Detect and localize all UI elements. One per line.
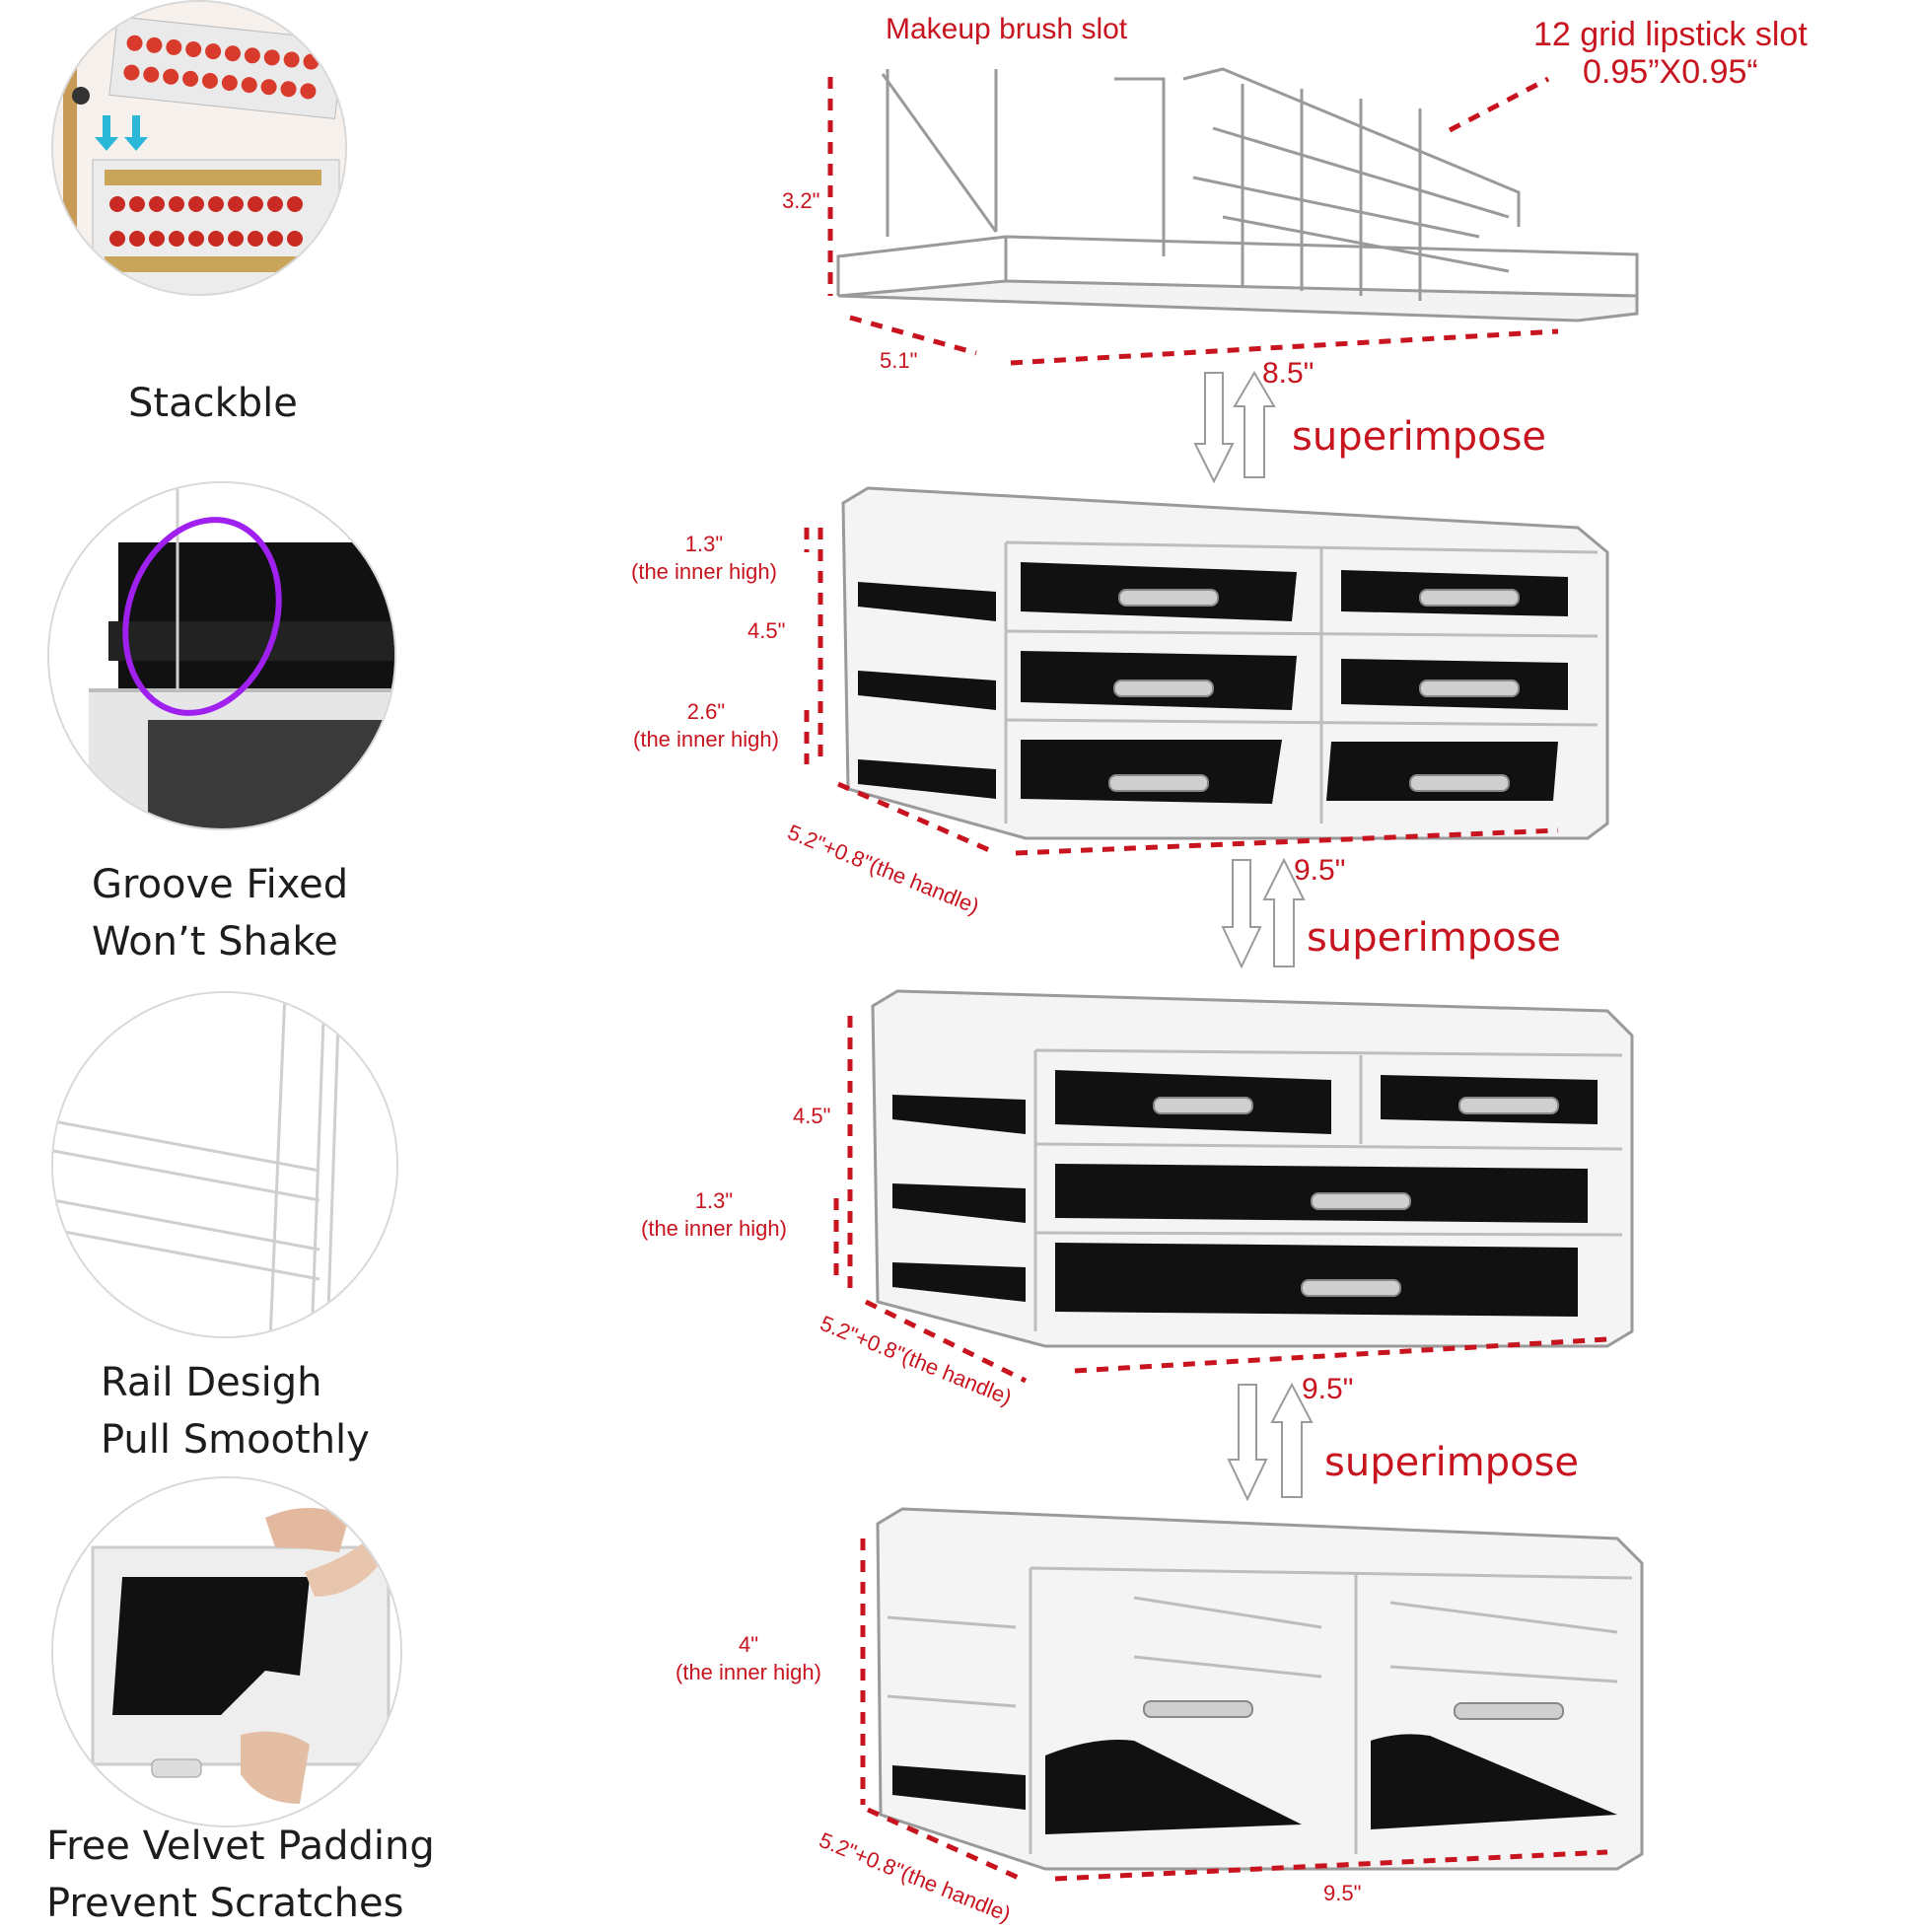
dim-value: 1.3" xyxy=(684,532,724,556)
superimpose-label-2: superimpose xyxy=(1307,915,1562,961)
tier4-illustration xyxy=(876,1507,1644,1871)
dim-tier2-height: 4.5" xyxy=(747,618,786,643)
feature-photo-stackable xyxy=(51,0,347,296)
dim-top-depth: 5.1" xyxy=(880,348,918,373)
feature-label-velvet: Free Velvet Padding Prevent Scratches xyxy=(46,1818,435,1932)
feature-label-rail: Rail Desigh Pull Smoothly xyxy=(101,1354,370,1468)
dim-tier4-inner-high: 4" (the inner high) xyxy=(675,1631,821,1686)
rail-illustration xyxy=(53,993,396,1336)
groove-illustration xyxy=(49,483,394,828)
feature-photo-velvet xyxy=(51,1476,402,1827)
tier3-dims xyxy=(833,1016,1608,1384)
tier3-illustration xyxy=(871,989,1634,1348)
label-lipstick-slot: 12 grid lipstick slot 0.95”X0.95“ xyxy=(1533,16,1808,91)
stackable-illustration xyxy=(53,2,345,294)
top-tier-dims xyxy=(827,76,1559,366)
dim-tier2-inner-high-1: 1.3" (the inner high) xyxy=(631,531,777,586)
feature-label-line2: Won’t Shake xyxy=(92,919,338,965)
dim-tier4-width: 9.5" xyxy=(1323,1881,1362,1905)
dim-tier3-inner-high: 1.3" (the inner high) xyxy=(641,1187,787,1243)
superimpose-label-1: superimpose xyxy=(1292,414,1547,460)
feature-label-groove: Groove Fixed Won’t Shake xyxy=(92,856,348,970)
dim-tier2-width: 9.5" xyxy=(1294,854,1346,887)
dim-value: 1.3" xyxy=(694,1188,734,1213)
dim-tier3-width: 9.5" xyxy=(1302,1373,1354,1405)
tier2-dims xyxy=(804,528,1559,856)
dim-value: 4" xyxy=(738,1632,759,1657)
feature-label-line1: Groove Fixed xyxy=(92,862,349,907)
dim-top-height: 3.2" xyxy=(782,188,820,213)
label-lipstick-slot-line1: 12 grid lipstick slot xyxy=(1533,16,1808,53)
tier2-illustration xyxy=(841,486,1609,840)
dim-tier3-height: 4.5" xyxy=(793,1104,831,1128)
feature-label-line1: Stackble xyxy=(128,381,298,426)
dim-tier2-inner-high-2: 2.6" (the inner high) xyxy=(633,698,779,753)
feature-label-stackable: Stackble xyxy=(128,375,298,432)
superimpose-label-3: superimpose xyxy=(1324,1440,1580,1485)
top-tier-illustration xyxy=(836,67,1639,322)
dim-value: 2.6" xyxy=(686,699,726,724)
dim-note: (the inner high) xyxy=(675,1660,821,1684)
feature-label-line2: Prevent Scratches xyxy=(46,1881,404,1926)
feature-label-line1: Free Velvet Padding xyxy=(46,1824,435,1869)
label-brush-slot: Makeup brush slot xyxy=(886,13,1128,45)
feature-label-line2: Pull Smoothly xyxy=(101,1417,370,1463)
feature-photo-groove xyxy=(47,481,396,830)
velvet-illustration xyxy=(53,1478,400,1825)
dim-top-width: 8.5" xyxy=(1262,357,1315,390)
dim-note: (the inner high) xyxy=(633,727,779,751)
label-lipstick-slot-line2: 0.95”X0.95“ xyxy=(1583,53,1758,91)
feature-label-line1: Rail Desigh xyxy=(101,1360,322,1405)
tier4-dims xyxy=(860,1538,1608,1882)
feature-photo-rail xyxy=(51,991,398,1338)
dim-note: (the inner high) xyxy=(631,559,777,584)
dim-note: (the inner high) xyxy=(641,1216,787,1241)
superimpose-arrows xyxy=(1193,371,1314,1502)
